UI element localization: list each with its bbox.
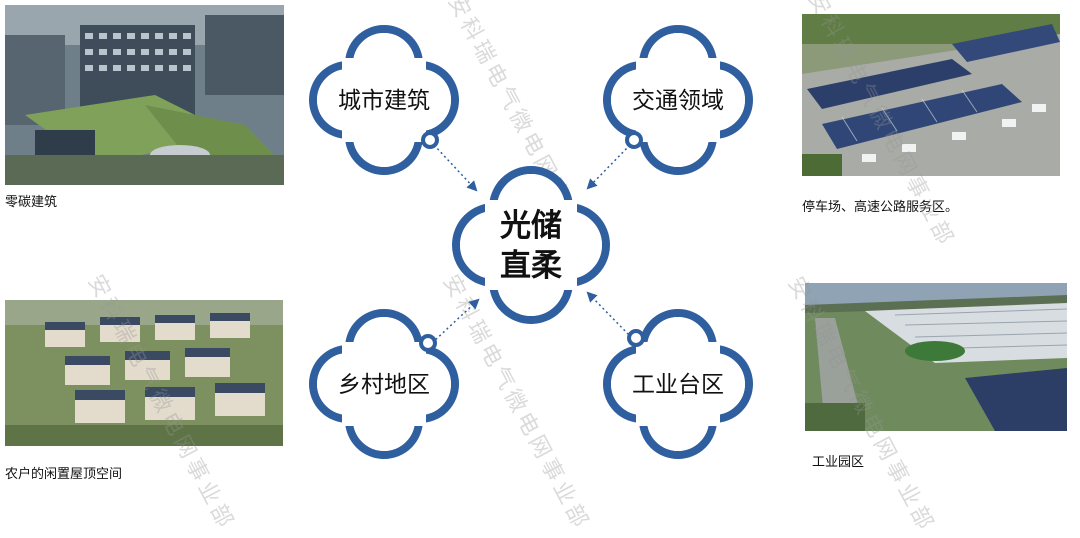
diagram: 光储 直柔 城市建筑 交通领域: [309, 25, 753, 459]
node-rural: 乡村地区: [309, 309, 459, 459]
node-label-rural: 乡村地区: [338, 372, 430, 398]
center-label-line1: 光储: [500, 208, 562, 244]
node-industrial: 工业台区: [603, 309, 753, 459]
arrow-industrial-to-center: [586, 291, 633, 339]
arrow-city-to-center: [433, 144, 478, 192]
caption-parking-lot: 停车场、高速公路服务区。: [802, 200, 959, 215]
arrow-rural-to-center: [431, 298, 480, 344]
caption-zero-carbon-building: 零碳建筑: [5, 195, 58, 210]
node-transportation: 交通领域: [603, 25, 753, 175]
photo-zero-carbon-building: [5, 5, 284, 185]
node-city-buildings: 城市建筑: [309, 25, 459, 175]
node-label-industrial: 工业台区: [632, 372, 724, 398]
center-node: 光储 直柔: [452, 166, 610, 324]
arrow-transport-to-center: [586, 144, 631, 190]
caption-rural-rooftops: 农户的闲置屋顶空间: [5, 467, 123, 482]
center-label-line2: 直柔: [500, 248, 562, 284]
node-label-city: 城市建筑: [338, 88, 430, 114]
photo-industrial-park: [805, 283, 1067, 431]
photo-rural-rooftops: [5, 300, 283, 446]
caption-industrial-park: 工业园区: [812, 455, 865, 470]
node-label-transportation: 交通领域: [632, 88, 724, 114]
photo-parking-lot: [802, 14, 1060, 176]
